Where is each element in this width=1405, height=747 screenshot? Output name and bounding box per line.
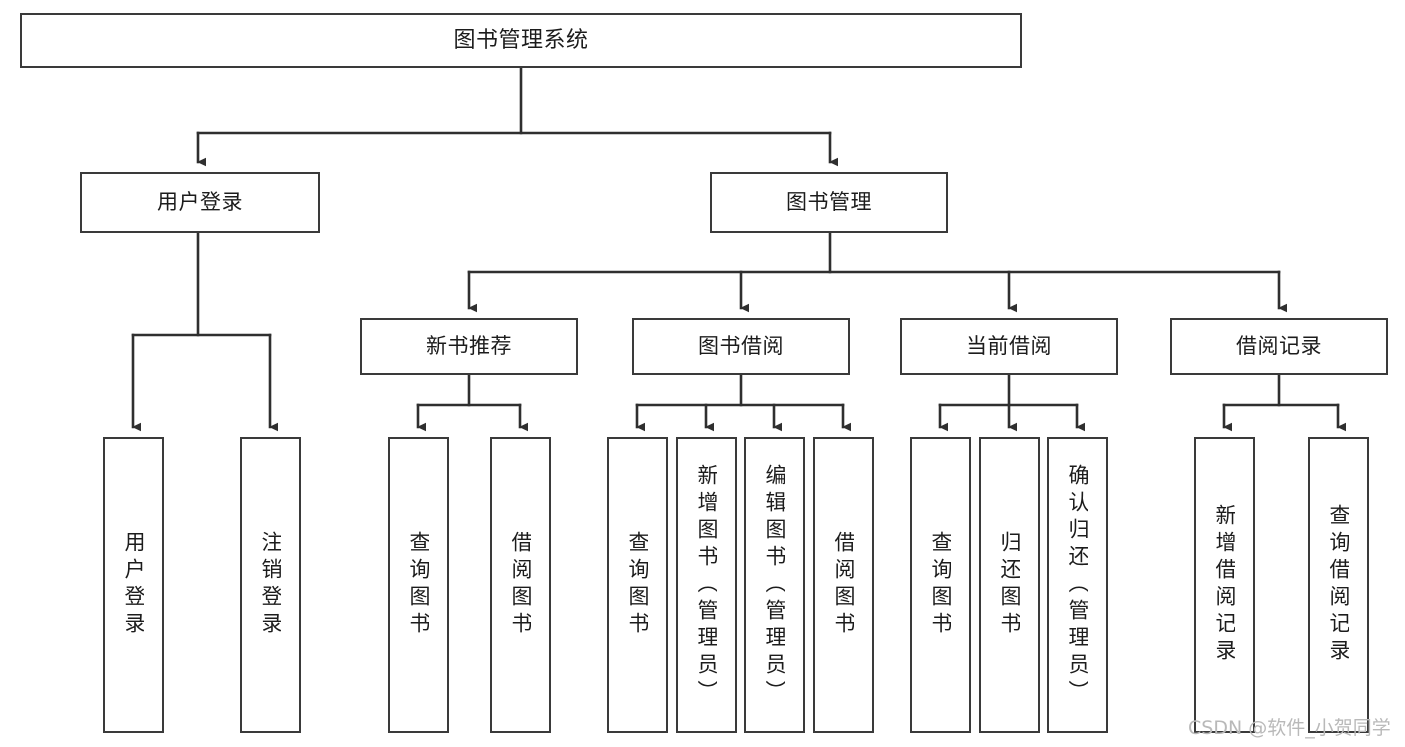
node-label: 用户登录 (157, 190, 243, 215)
node-leaf-current-borrow-1[interactable]: 查询图书 (910, 437, 971, 733)
node-label: 查询图书 (408, 531, 429, 639)
node-leaf-new-book-1[interactable]: 查询图书 (388, 437, 449, 733)
node-label: 注销登录 (260, 531, 281, 639)
node-label: 查询借阅记录 (1328, 504, 1349, 666)
node-label: 图书借阅 (698, 334, 784, 359)
node-label: 新增图书（管理员） (696, 463, 717, 707)
node-book-management[interactable]: 图书管理 (710, 172, 948, 233)
node-label: 新书推荐 (426, 334, 512, 359)
node-label: 图书管理 (786, 190, 872, 215)
node-label: 新增借阅记录 (1214, 504, 1235, 666)
node-leaf-user-login-2[interactable]: 注销登录 (240, 437, 301, 733)
node-book-borrow[interactable]: 图书借阅 (632, 318, 850, 375)
node-label: 查询图书 (930, 531, 951, 639)
node-leaf-borrow-records-1[interactable]: 新增借阅记录 (1194, 437, 1255, 733)
node-label: 图书管理系统 (453, 27, 589, 53)
node-leaf-book-borrow-2[interactable]: 新增图书（管理员） (676, 437, 737, 733)
node-label: 借阅图书 (510, 531, 531, 639)
node-leaf-book-borrow-1[interactable]: 查询图书 (607, 437, 668, 733)
node-leaf-book-borrow-4[interactable]: 借阅图书 (813, 437, 874, 733)
node-root-book-management-system[interactable]: 图书管理系统 (20, 13, 1022, 68)
node-leaf-borrow-records-2[interactable]: 查询借阅记录 (1308, 437, 1369, 733)
node-label: 当前借阅 (966, 334, 1052, 359)
node-label: 确认归还（管理员） (1067, 463, 1088, 707)
node-new-book-recommend[interactable]: 新书推荐 (360, 318, 578, 375)
node-current-borrow[interactable]: 当前借阅 (900, 318, 1118, 375)
node-label: 编辑图书（管理员） (764, 463, 785, 707)
node-label: 查询图书 (627, 531, 648, 639)
node-borrow-records[interactable]: 借阅记录 (1170, 318, 1388, 375)
node-leaf-user-login-1[interactable]: 用户登录 (103, 437, 164, 733)
node-user-login[interactable]: 用户登录 (80, 172, 320, 233)
watermark-text: CSDN @软件_小贺同学 (1188, 717, 1391, 739)
node-label: 借阅图书 (833, 531, 854, 639)
node-label: 借阅记录 (1236, 334, 1322, 359)
node-leaf-current-borrow-3[interactable]: 确认归还（管理员） (1047, 437, 1108, 733)
node-leaf-new-book-2[interactable]: 借阅图书 (490, 437, 551, 733)
node-leaf-book-borrow-3[interactable]: 编辑图书（管理员） (744, 437, 805, 733)
node-label: 归还图书 (999, 531, 1020, 639)
node-leaf-current-borrow-2[interactable]: 归还图书 (979, 437, 1040, 733)
node-label: 用户登录 (123, 531, 144, 639)
